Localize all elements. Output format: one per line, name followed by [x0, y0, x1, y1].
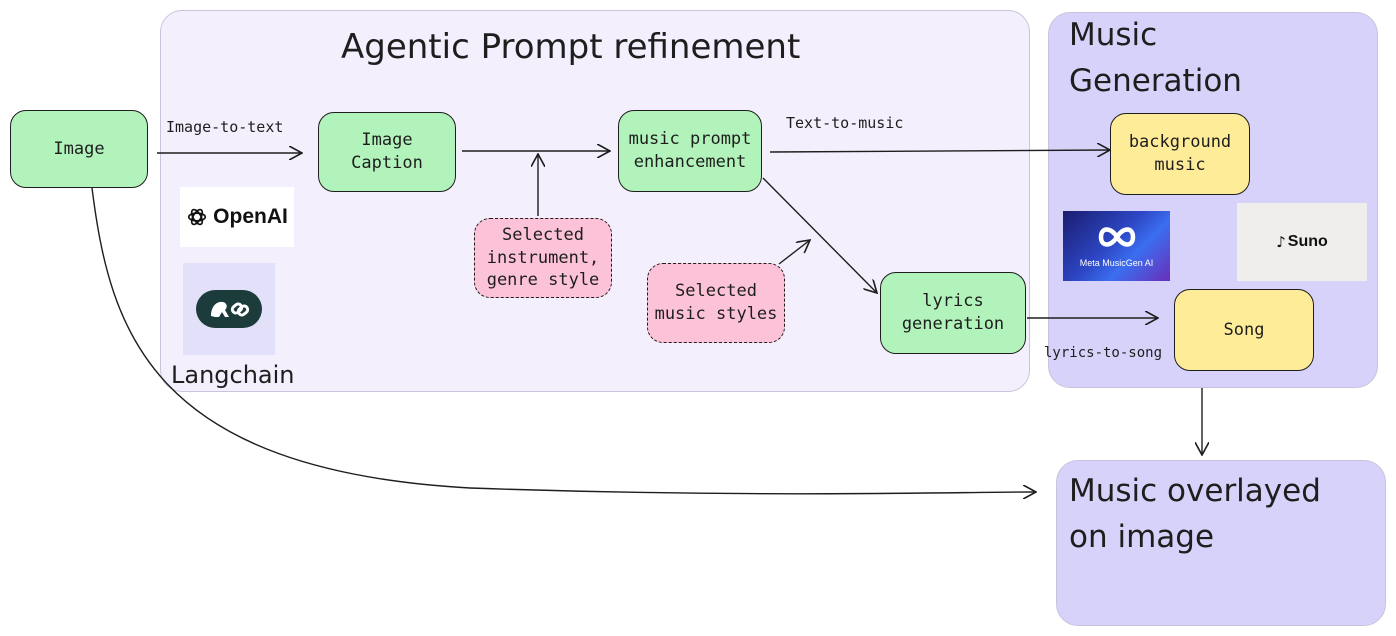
overlay-title-line1: Music overlayed — [1069, 473, 1321, 509]
edge-image-to-overlay — [91, 187, 1036, 494]
background-music-node[interactable]: background music — [1110, 113, 1250, 195]
edge-label-text-to-music: Text-to-music — [786, 114, 904, 132]
overlay-group: Music overlayed on image — [1056, 460, 1386, 626]
selected-styles-line2: music styles — [654, 304, 778, 324]
suno-wordmark: Suno — [1287, 233, 1328, 250]
overlay-title-line2: on image — [1069, 519, 1215, 555]
music-generation-title-line1: Music — [1069, 17, 1158, 53]
openai-logo: OpenAI — [180, 187, 294, 247]
suno-logo: ♪ Suno — [1237, 203, 1367, 281]
music-generation-title-line2: Generation — [1069, 63, 1242, 99]
openai-knot-icon — [188, 208, 207, 226]
meta-musicgen-wordmark: Meta MusicGen AI — [1079, 258, 1154, 268]
edge-styles-to-prompt-edge — [778, 240, 810, 265]
image-caption-line1: Image — [361, 130, 413, 151]
background-line1: background — [1128, 132, 1232, 153]
edge-prompt-to-background — [769, 150, 1110, 152]
lyrics-line2: generation — [901, 314, 1005, 334]
openai-wordmark: OpenAI — [213, 205, 288, 228]
meta-infinity-icon — [1098, 227, 1135, 247]
lyrics-generation-node[interactable]: lyrics generation — [880, 272, 1026, 354]
selected-instrument-line3: genre style — [486, 270, 600, 291]
image-caption-line2: Caption — [351, 153, 423, 173]
song-node[interactable]: Song — [1174, 289, 1314, 371]
edge-label-image-to-text: Image-to-text — [166, 118, 284, 136]
langchain-parrot-chain-icon — [211, 301, 250, 317]
langchain-logo — [183, 263, 275, 355]
prompt-refinement-title: Agentic Prompt refinement — [341, 27, 801, 67]
meta-musicgen-logo: Meta MusicGen AI — [1063, 211, 1170, 281]
selected-instrument-line2: instrument, — [486, 247, 600, 268]
lyrics-line1: lyrics — [922, 291, 984, 312]
background-line2: music — [1154, 155, 1206, 175]
music-prompt-line1: music prompt — [628, 129, 752, 150]
selected-styles-line1: Selected — [675, 281, 757, 302]
suno-note-icon: ♪ — [1276, 233, 1286, 251]
selected-instrument-genre-node[interactable]: Selected instrument, genre style — [474, 218, 612, 298]
music-prompt-enhancement-node[interactable]: music prompt enhancement — [618, 110, 762, 192]
image-node-label: Image — [53, 138, 105, 159]
prompt-refinement-group: Agentic Prompt refinement Langchain — [160, 10, 1030, 392]
edge-prompt-to-lyrics — [762, 177, 877, 293]
edge-label-lyrics-to-song: lyrics-to-song — [1044, 345, 1163, 361]
selected-music-styles-node[interactable]: Selected music styles — [647, 263, 785, 343]
langchain-label: Langchain — [171, 361, 295, 389]
music-prompt-line2: enhancement — [633, 152, 747, 172]
selected-instrument-line1: Selected — [502, 224, 584, 245]
song-label: Song — [1223, 319, 1265, 340]
image-caption-node[interactable]: Image Caption — [318, 112, 456, 192]
langchain-badge — [196, 290, 262, 328]
image-node[interactable]: Image — [10, 110, 148, 188]
